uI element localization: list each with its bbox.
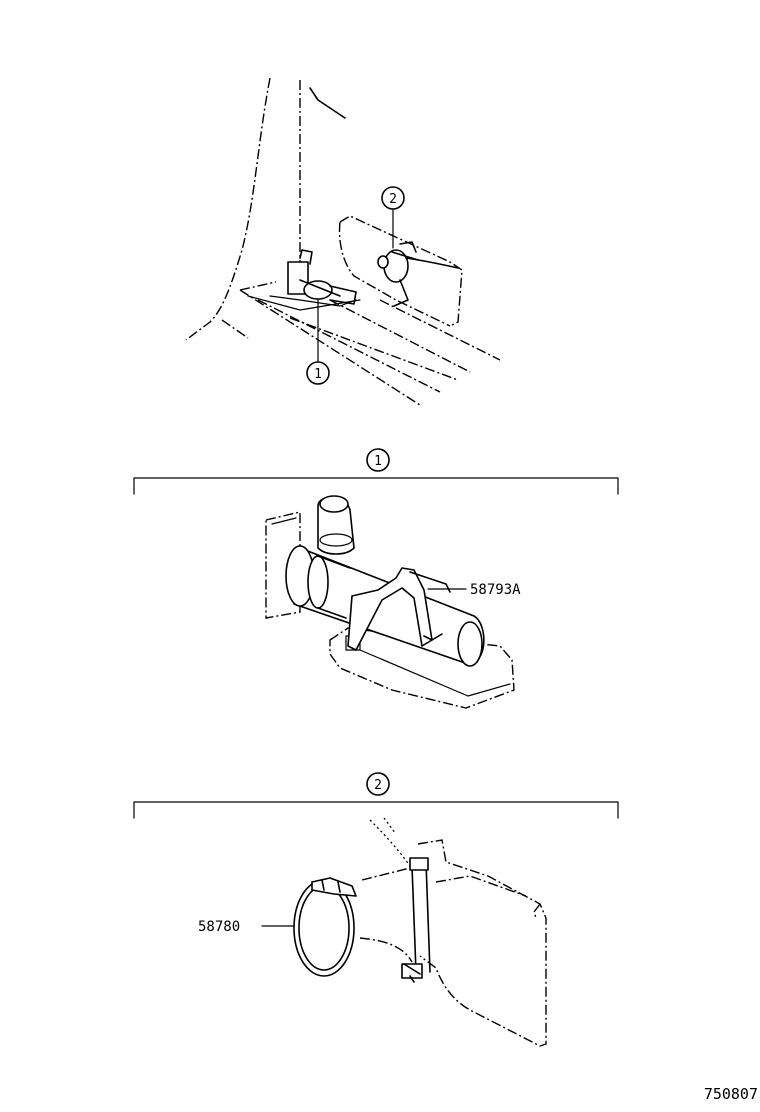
clamp-ring-icon <box>293 877 357 977</box>
overview-illustration: 1 2 <box>185 77 501 406</box>
overview-hose-bracket-icon <box>269 249 357 307</box>
section-2-callout-circle <box>366 772 390 796</box>
section-1-callout-circle <box>366 448 390 472</box>
section-1: 1 58793A <box>133 448 619 709</box>
callout-1-label: 1 <box>314 367 322 382</box>
section-2-callout-label: 2 <box>374 778 382 793</box>
section-1-callout-label: 1 <box>374 454 382 469</box>
part-58793A-label: 58793A <box>470 582 521 598</box>
callout-circle-1 <box>306 361 330 385</box>
part-58780-label: 58780 <box>198 919 240 935</box>
diagram-number: 750807 <box>704 1085 758 1103</box>
hose-bracket-detail-icon <box>265 495 515 709</box>
callout-2-label: 2 <box>389 192 397 207</box>
tank-clamp-detail-icon <box>359 817 547 1047</box>
overview-tank-icon <box>338 215 463 327</box>
section-1-bracket <box>133 477 619 495</box>
section-2-bracket <box>133 801 619 819</box>
section-2: 2 58780 <box>133 772 619 1047</box>
callout-circle-2 <box>381 186 405 210</box>
